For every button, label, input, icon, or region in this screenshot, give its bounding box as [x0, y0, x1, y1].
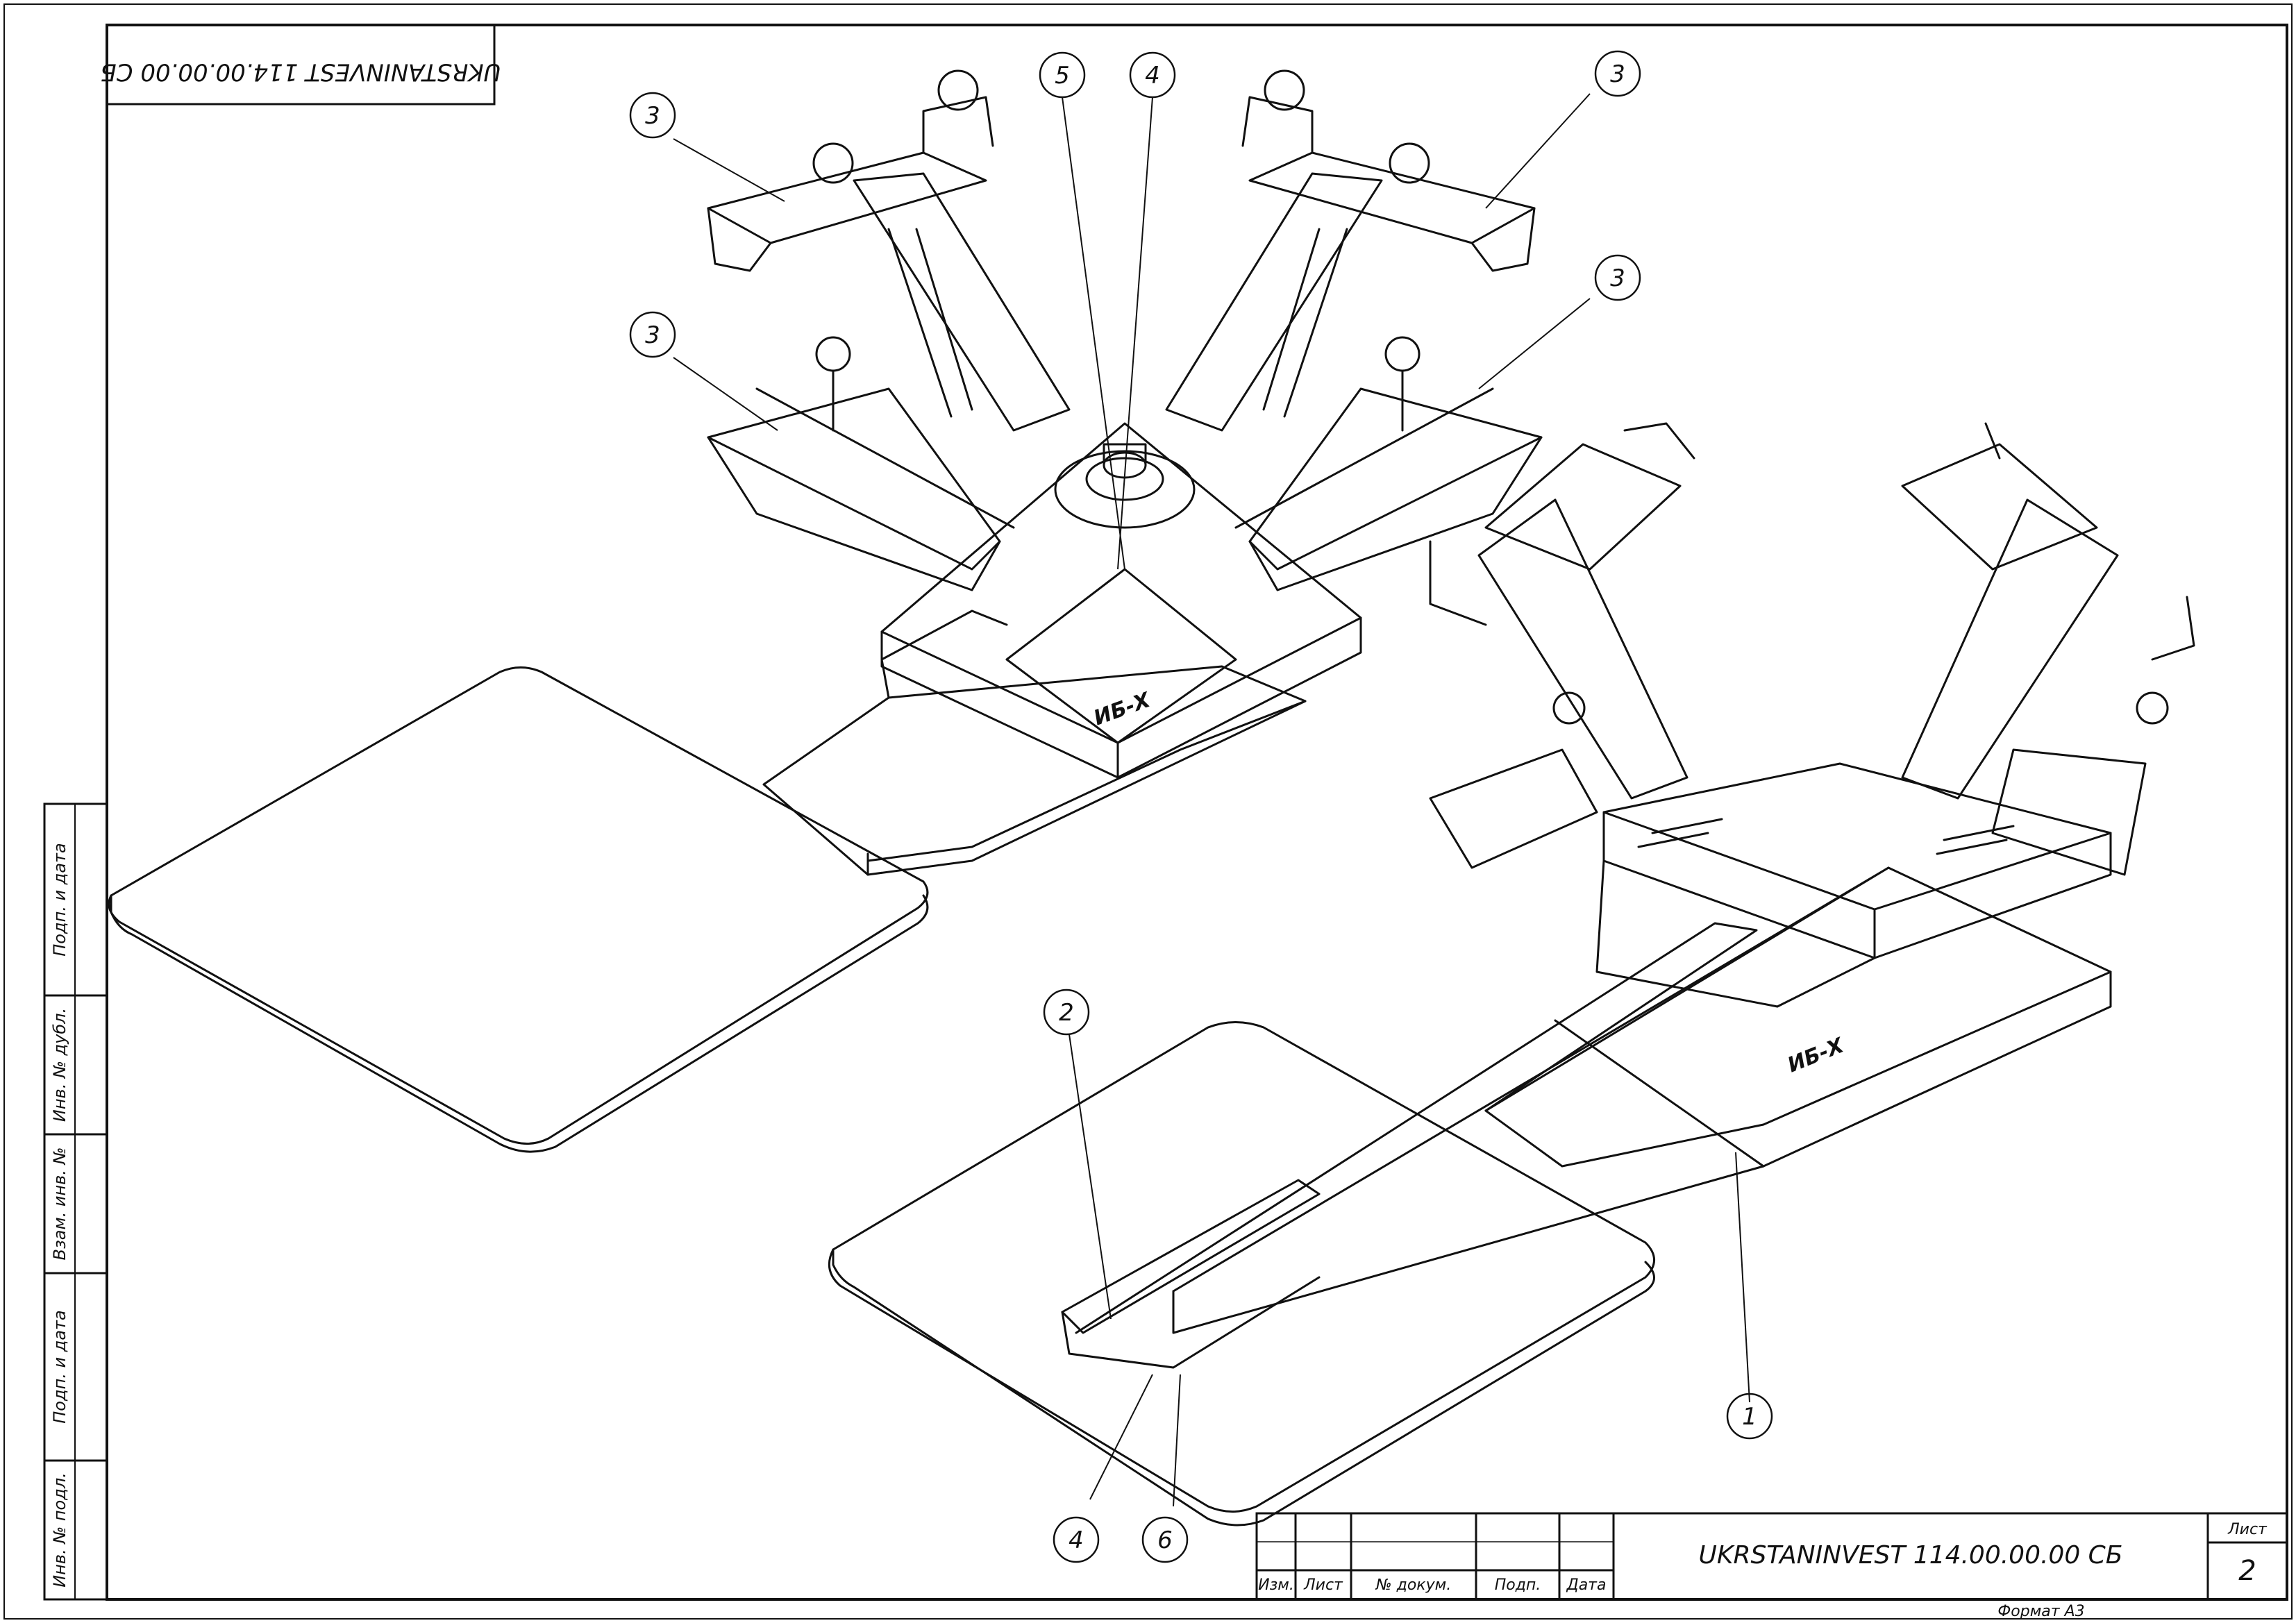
callout-6: 6: [1157, 1527, 1173, 1554]
tb-header-data: Дата: [1566, 1576, 1607, 1594]
inner-frame: [106, 24, 2288, 1601]
stamp-podp-data-1: Подп. и дата: [50, 1310, 69, 1424]
tb-header-podp: Подп.: [1495, 1576, 1541, 1594]
callout-3-mid-right: 3: [1610, 264, 1625, 292]
callout-5: 5: [1055, 62, 1070, 90]
callout-2: 2: [1059, 999, 1074, 1027]
front-machine-hub: [1595, 762, 2112, 1008]
drawing-code: UKRSTANINVEST 114.00.00.00 СБ: [1698, 1541, 2122, 1570]
stamp-inv-podl: Инв. № подл.: [50, 1472, 69, 1588]
stamp-inv-dubl: Инв. № дубл.: [50, 1008, 69, 1122]
brand-mark-front: ИБ-Х: [1784, 1033, 1848, 1077]
top-arm-3: [707, 336, 1015, 591]
top-arm-1: [707, 69, 1071, 432]
callout-3-top-right: 3: [1610, 60, 1625, 88]
title-block: Изм. Лист № докум. Подп. Дата UKRSTANINV…: [1255, 1512, 2288, 1620]
front-arm-right: [1901, 422, 2195, 876]
platen-left: [108, 666, 929, 1153]
side-stamp: Инв. № подл. Подп. и дата Взам. инв. № И…: [43, 802, 108, 1601]
callout-3-mid-left: 3: [645, 321, 660, 349]
callout-3-top-left: 3: [645, 102, 660, 130]
sheet-label: Лист: [2227, 1521, 2268, 1538]
tb-header-list: Лист: [1303, 1576, 1343, 1594]
platen-front: [828, 1021, 1655, 1527]
front-arm-left: [1429, 422, 1695, 869]
mirrored-code-box: [106, 24, 496, 106]
sheet-number: 2: [2238, 1555, 2256, 1587]
outer-frame: [3, 3, 2293, 1620]
callout-1: 1: [1742, 1403, 1757, 1431]
tb-header-nr-dokum: № докум.: [1375, 1576, 1451, 1594]
front-machine-arm: ИБ-Х: [1075, 866, 2112, 1334]
mirrored-drawing-code: UKRSTANINVEST 114.00.00.00 СБ: [100, 58, 501, 86]
callout-4-bottom: 4: [1069, 1527, 1084, 1554]
top-arm-4: [1234, 336, 1543, 591]
stamp-podp-data-2: Подп. и дата: [50, 843, 69, 957]
stamp-vzam-inv: Взам. инв. №: [50, 1147, 69, 1261]
callouts: 5 4 3 3 3 3 2 1 4 6: [629, 50, 1773, 1563]
paper-format: Формат А3: [1997, 1603, 2084, 1620]
top-arm-2: [1165, 69, 1536, 432]
assembly-drawing: ИБ-Х: [108, 69, 2195, 1527]
callout-4-top: 4: [1145, 62, 1160, 90]
tb-header-izm: Изм.: [1258, 1576, 1294, 1594]
